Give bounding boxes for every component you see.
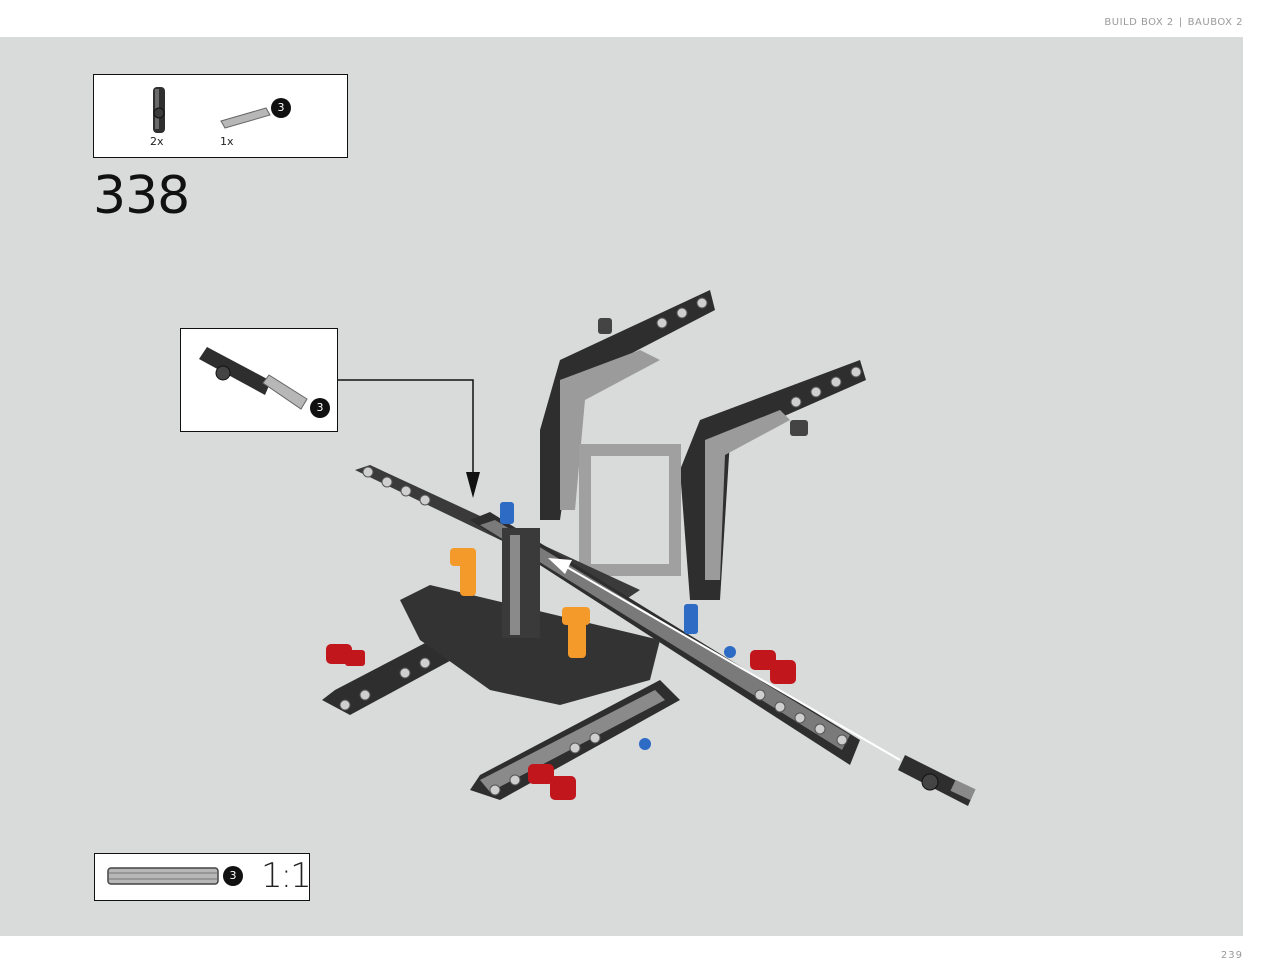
header-box-en: BUILD BOX 2 bbox=[1104, 17, 1174, 28]
callout-axle-badge: 3 bbox=[310, 398, 330, 418]
base-center bbox=[400, 585, 660, 705]
red-pin-front bbox=[528, 764, 576, 800]
scale-reference-box: 3 1:1 bbox=[94, 853, 312, 901]
red-pin-right bbox=[750, 650, 796, 684]
orange-connector-1 bbox=[450, 548, 476, 596]
blue-pin-2 bbox=[684, 604, 698, 634]
axle-length-badge: 3 bbox=[271, 98, 291, 118]
axle-scale-icon bbox=[107, 867, 219, 885]
header-separator: | bbox=[1178, 17, 1183, 28]
top-pin-1 bbox=[598, 318, 612, 334]
loose-connector-pin bbox=[898, 755, 976, 806]
orange-connector-2 bbox=[562, 607, 590, 658]
blue-pin-4 bbox=[724, 646, 736, 658]
callout-box: 3 bbox=[180, 328, 338, 432]
part-qty-pin: 2x bbox=[150, 135, 164, 148]
blue-pin-3 bbox=[639, 738, 651, 750]
upright-right bbox=[680, 360, 866, 600]
connector-pin-icon bbox=[153, 87, 165, 133]
callout-arrow-head bbox=[466, 472, 480, 498]
part-qty-axle: 1x bbox=[220, 135, 234, 148]
parts-illustration bbox=[153, 87, 271, 133]
scale-ratio: 1:1 bbox=[261, 856, 312, 896]
top-pin-2 bbox=[790, 420, 808, 436]
upright-left bbox=[540, 290, 715, 520]
axle-3-icon bbox=[220, 107, 271, 129]
page-number: 239 bbox=[1220, 950, 1243, 961]
instruction-page bbox=[0, 37, 1243, 936]
callout-illustration bbox=[199, 347, 308, 410]
parts-list-box: 2x 1x 3 bbox=[93, 74, 348, 158]
step-number: 338 bbox=[93, 166, 190, 226]
insertion-arrow bbox=[564, 565, 901, 761]
center-frame bbox=[579, 444, 681, 576]
beam-holes bbox=[339, 297, 862, 796]
vertical-post bbox=[502, 528, 540, 638]
scale-axle-badge: 3 bbox=[223, 866, 243, 886]
base-left-arm bbox=[322, 630, 470, 715]
blue-pin-1 bbox=[500, 502, 514, 524]
header-label: BUILD BOX 2 | BAUBOX 2 bbox=[1104, 17, 1243, 28]
red-pin-left bbox=[326, 644, 365, 666]
callout-leader-line bbox=[338, 379, 474, 480]
header-box-de: BAUBOX 2 bbox=[1187, 17, 1243, 28]
